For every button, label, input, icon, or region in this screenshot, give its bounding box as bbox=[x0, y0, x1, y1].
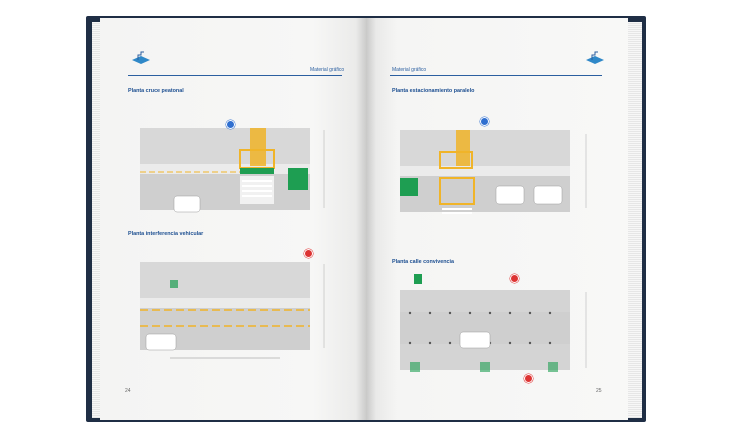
traffic-sign-icon bbox=[510, 274, 519, 283]
section-title: Planta interferencia vehicular bbox=[128, 231, 204, 237]
plan-drawing-parallel-parking bbox=[400, 130, 587, 214]
section-title: Planta calle convivencia bbox=[392, 259, 455, 265]
left-page: Material gráfico Planta cruce peatonal P… bbox=[100, 18, 366, 420]
plan-drawing-shared-street bbox=[400, 274, 587, 372]
traffic-sign-icon bbox=[524, 374, 533, 383]
stairs-logo-icon bbox=[132, 51, 150, 64]
traffic-sign-icon bbox=[226, 120, 235, 129]
traffic-sign-icon bbox=[480, 117, 489, 126]
section-title: Planta cruce peatonal bbox=[128, 88, 184, 94]
plan-drawing-vehicle-interference bbox=[140, 262, 325, 359]
book-gutter bbox=[356, 18, 376, 420]
page-number: 25 bbox=[596, 388, 602, 394]
plan-drawing-pedestrian-crossing bbox=[140, 128, 325, 213]
section-title: Planta estacionamiento paralelo bbox=[392, 88, 475, 94]
page-number: 24 bbox=[125, 388, 131, 394]
page-stack-left bbox=[92, 22, 100, 418]
page-stack-right bbox=[628, 22, 642, 418]
header-rule bbox=[128, 75, 342, 76]
header-rule bbox=[390, 75, 602, 76]
right-page: Material gráfico Planta estacionamiento … bbox=[366, 18, 628, 420]
page-header: Material gráfico bbox=[310, 67, 345, 73]
page-header: Material gráfico bbox=[392, 67, 427, 73]
traffic-sign-icon bbox=[304, 249, 313, 258]
stairs-logo-icon bbox=[586, 51, 604, 64]
